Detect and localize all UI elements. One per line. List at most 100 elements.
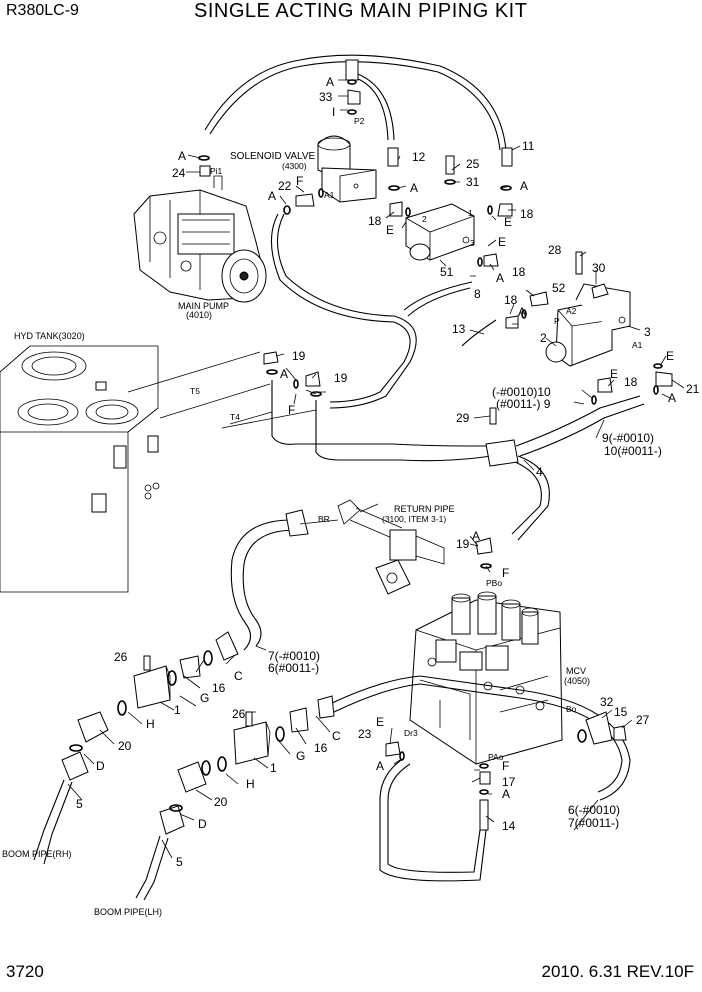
callout-label: G xyxy=(296,749,305,763)
hyd-tank xyxy=(0,345,160,593)
port-label: 3 xyxy=(470,238,475,248)
callout-label: E xyxy=(610,367,618,381)
callout-label: F xyxy=(288,403,295,417)
fittings xyxy=(61,59,673,835)
callout-label: 21 xyxy=(686,382,700,396)
callout-label: D xyxy=(96,759,105,773)
callout-label: D xyxy=(198,817,207,831)
callout-label: 31 xyxy=(466,175,480,189)
callout-label: C xyxy=(332,729,341,743)
callout-label: 19 xyxy=(456,537,470,551)
callout-label: 24 xyxy=(172,166,186,180)
callout-label: 52 xyxy=(552,281,566,295)
callout-label: A xyxy=(376,759,384,773)
callout-label: 26 xyxy=(232,707,246,721)
port-label: Dr3 xyxy=(404,728,418,738)
callout-label: E xyxy=(498,235,506,249)
boom-pipe-rh-caption: BOOM PIPE(RH) xyxy=(2,849,72,859)
port-label: P xyxy=(554,316,560,326)
callout-label: 27 xyxy=(636,713,650,727)
callout-label: 28 xyxy=(548,243,562,257)
main-pump-ref: (4010) xyxy=(186,310,212,320)
port-label: PBo xyxy=(486,578,502,588)
callout-label: 18 xyxy=(624,375,638,389)
callout-label: 12 xyxy=(412,150,426,164)
port-block-51 xyxy=(405,203,475,261)
callout-label: G xyxy=(200,691,209,705)
callout-label: A xyxy=(502,787,510,801)
callout-label: 15 xyxy=(614,705,628,719)
callout-label: 4 xyxy=(536,465,543,479)
callout-label: A xyxy=(668,391,676,405)
callout-label: A xyxy=(326,75,334,89)
revision-date: 2010. 6.31 REV.10F xyxy=(541,962,695,981)
callout-label: (-#0010)10 xyxy=(492,385,551,399)
main-pump xyxy=(133,175,267,303)
callout-label: A xyxy=(520,179,528,193)
callout-label: A xyxy=(472,529,480,543)
callout-label: E xyxy=(504,215,512,229)
return-pipe-ref: (3100, ITEM 3-1) xyxy=(382,514,446,524)
callout-label: 16 xyxy=(314,741,328,755)
callout-labels: A 33 I 11 A 24 12 25 31 A 22 F A A 18 E … xyxy=(76,75,700,869)
port-labels: P2 Pi1 A1 2 1 3 P A2 A1 T5 T4 BR PBo Bo … xyxy=(190,116,643,762)
callout-label: 19 xyxy=(334,371,348,385)
callout-label: 6(#0011-) xyxy=(268,661,319,675)
callout-label: I xyxy=(332,105,335,119)
callout-label: 7(-#0010) xyxy=(268,649,320,663)
main-pump-caption: MAIN PUMP xyxy=(178,301,229,311)
callout-label: 14 xyxy=(502,819,516,833)
solenoid-valve-caption: SOLENOID VALVE xyxy=(230,151,316,162)
callout-label: 32 xyxy=(600,695,614,709)
hyd-tank-caption: HYD TANK(3020) xyxy=(14,331,85,341)
callout-label: 18 xyxy=(512,265,526,279)
callout-label: 10(#0011-) xyxy=(604,444,662,458)
solenoid-valve-ref: (4300) xyxy=(282,161,307,171)
port-label: T4 xyxy=(230,412,240,422)
port-label: P2 xyxy=(354,116,365,126)
page-number: 3720 xyxy=(6,962,44,981)
callout-label: 30 xyxy=(592,261,606,275)
callout-label: A xyxy=(496,271,504,285)
callout-label: 18 xyxy=(368,214,382,228)
mcv xyxy=(409,591,563,765)
boom-pipe-lh-caption: BOOM PIPE(LH) xyxy=(94,907,162,917)
model-code: R380LC-9 xyxy=(6,2,79,19)
callout-label: 51 xyxy=(440,265,454,279)
callout-label: A xyxy=(518,305,526,319)
callout-label: E xyxy=(386,223,394,237)
callout-label: 33 xyxy=(319,90,333,104)
return-pipe-assembly xyxy=(337,499,445,595)
callout-label: 2 xyxy=(540,331,547,345)
callout-label: 3 xyxy=(644,325,651,339)
callout-label: F xyxy=(296,174,303,188)
callout-label: 23 xyxy=(358,727,372,741)
callout-label: H xyxy=(246,777,255,791)
callout-label: 29 xyxy=(456,411,470,425)
port-label: BR xyxy=(318,514,330,524)
hoses xyxy=(33,54,645,901)
callout-label: A xyxy=(178,149,186,163)
port-label: A2 xyxy=(566,306,577,316)
component-captions: SOLENOID VALVE (4300) MAIN PUMP (4010) H… xyxy=(2,151,590,917)
port-label: T5 xyxy=(190,386,200,396)
callout-label: C xyxy=(234,669,243,683)
callout-label: 8 xyxy=(474,287,481,301)
callout-label: 7(#0011-) xyxy=(568,816,619,830)
leader-lines xyxy=(67,79,685,859)
callout-label: 16 xyxy=(212,681,226,695)
callout-label: 20 xyxy=(118,739,132,753)
callout-label: E xyxy=(666,349,674,363)
callout-label: 1 xyxy=(270,761,277,775)
port-label: 1 xyxy=(468,208,473,218)
block-2 xyxy=(545,283,631,367)
callout-label: F xyxy=(502,566,509,580)
callout-label: 9(-#0010) xyxy=(602,431,654,445)
callout-label: E xyxy=(376,715,384,729)
port-label: Pi1 xyxy=(210,166,223,176)
port-label: Bo xyxy=(566,704,577,714)
callout-label: 18 xyxy=(504,293,518,307)
callout-label: H xyxy=(146,717,155,731)
callout-label: 11 xyxy=(522,139,535,153)
callout-label: A xyxy=(280,367,288,381)
